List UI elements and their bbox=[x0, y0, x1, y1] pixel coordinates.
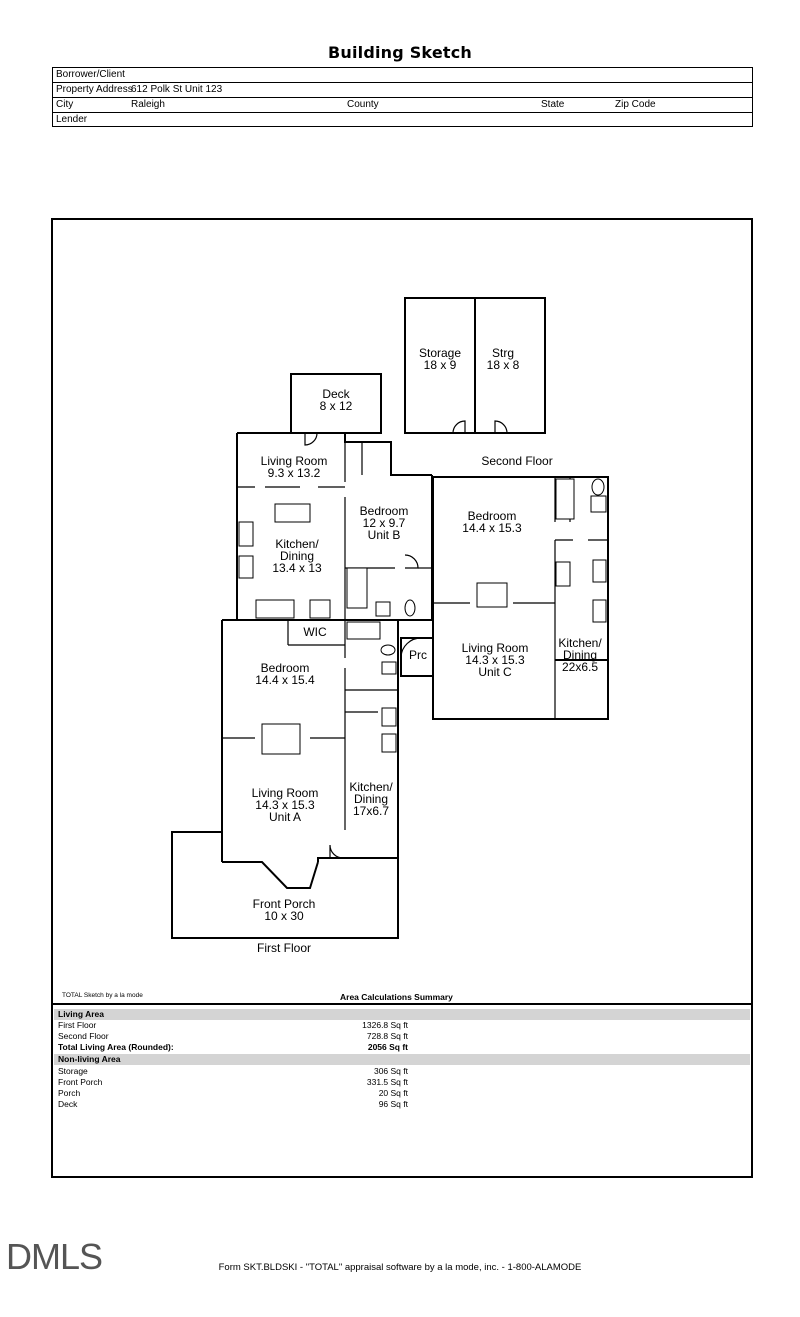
range-icon bbox=[238, 521, 254, 547]
borrower-row: Borrower/Client bbox=[53, 68, 752, 83]
toilet-icon bbox=[404, 599, 416, 617]
range-icon bbox=[592, 599, 607, 623]
state-label: State bbox=[541, 99, 565, 110]
living-area-header: Living Area bbox=[54, 1009, 750, 1020]
prc-label: Prc bbox=[409, 648, 427, 662]
footer-text: Form SKT.BLDSKI - "TOTAL" appraisal soft… bbox=[218, 1262, 582, 1273]
page-title: Building Sketch bbox=[327, 43, 472, 62]
first-floor-label: First Floor bbox=[257, 941, 311, 955]
total-living-row: Total Living Area (Rounded):2056 Sq ft bbox=[58, 1042, 408, 1052]
tub-icon bbox=[555, 478, 575, 520]
fridge-icon bbox=[555, 561, 571, 587]
lender-label: Lender bbox=[56, 114, 88, 125]
address-value: 612 Polk St Unit 123 bbox=[131, 84, 223, 95]
lender-row: Lender bbox=[53, 113, 752, 128]
front-porch-outline bbox=[171, 830, 399, 939]
counter-icon bbox=[255, 599, 295, 619]
dmls-logo: DMLS bbox=[6, 1236, 103, 1277]
tub-icon bbox=[346, 621, 381, 640]
range-icon bbox=[381, 707, 397, 727]
fridge-icon bbox=[309, 599, 331, 619]
property-info-table: Borrower/Client Property Address 612 Pol… bbox=[52, 67, 753, 127]
zip-label: Zip Code bbox=[615, 99, 656, 110]
unit-b-outline bbox=[237, 432, 432, 476]
address-label: Property Address bbox=[56, 84, 133, 95]
toilet-icon bbox=[591, 478, 605, 496]
city-label: City bbox=[56, 99, 74, 110]
vanity-icon bbox=[590, 495, 607, 513]
nonliving-area-header: Non-living Area bbox=[54, 1054, 750, 1065]
bay-window bbox=[222, 861, 319, 889]
city-row: City Raleigh County State Zip Code bbox=[53, 98, 752, 113]
sink-icon bbox=[238, 555, 254, 579]
borrower-label: Borrower/Client bbox=[56, 69, 125, 80]
software-note: TOTAL Sketch by a la mode bbox=[62, 992, 143, 999]
summary-divider bbox=[53, 1003, 751, 1005]
table-icon bbox=[274, 503, 311, 523]
sink-icon bbox=[381, 733, 397, 753]
address-row: Property Address 612 Polk St Unit 123 bbox=[53, 83, 752, 98]
vanity-icon bbox=[381, 661, 397, 675]
sketch-frame bbox=[51, 218, 753, 1178]
second-floor-label: Second Floor bbox=[481, 454, 552, 468]
tub-icon bbox=[346, 567, 368, 609]
vanity-icon bbox=[375, 601, 391, 617]
county-label: County bbox=[347, 99, 379, 110]
wic-label: WIC bbox=[303, 625, 327, 639]
unit-c-outline bbox=[432, 476, 609, 720]
sink-icon bbox=[592, 559, 607, 583]
city-value: Raleigh bbox=[131, 99, 165, 110]
bed-icon bbox=[476, 582, 508, 608]
summary-title: Area Calculations Summary bbox=[340, 992, 453, 1002]
toilet-icon bbox=[380, 644, 396, 656]
bed-icon bbox=[261, 723, 301, 755]
